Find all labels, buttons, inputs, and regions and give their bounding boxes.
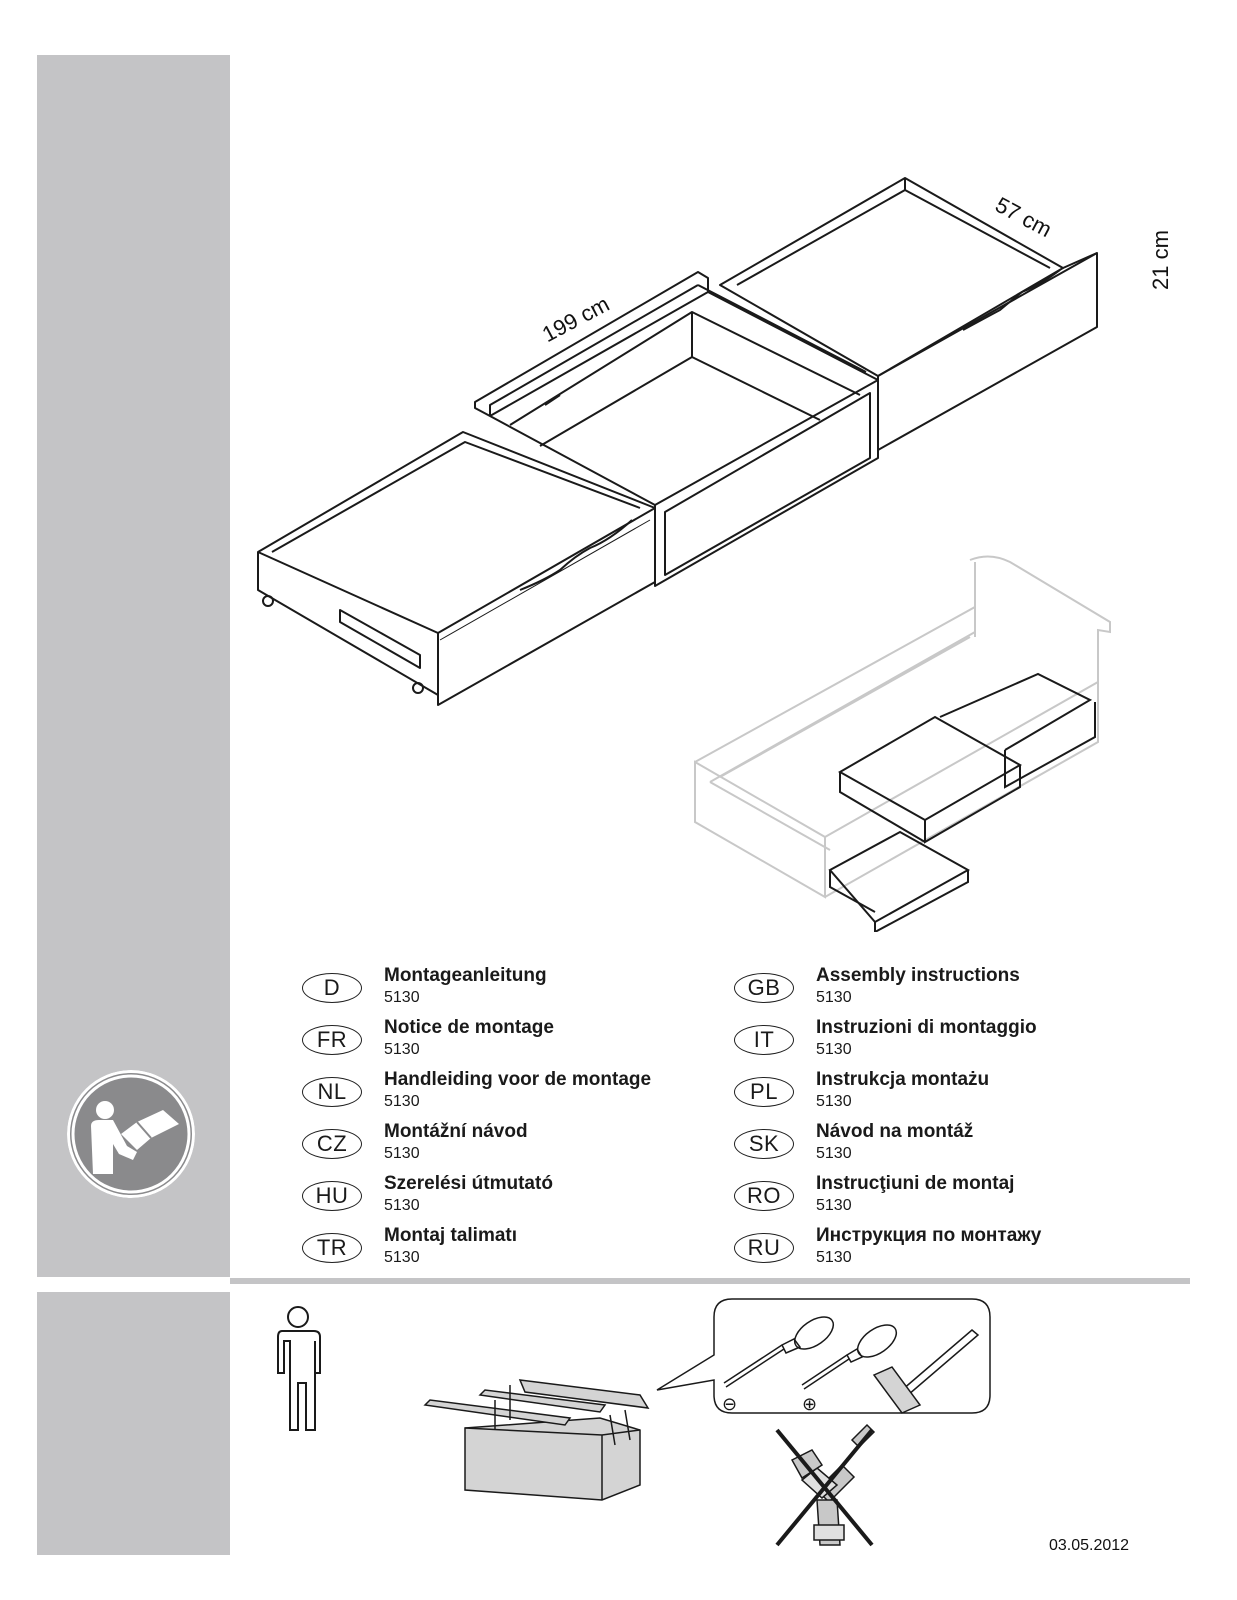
- language-code-badge: FR: [302, 1025, 362, 1055]
- article-number: 5130: [816, 1093, 852, 1110]
- language-title: Notice de montage: [384, 1017, 554, 1038]
- language-item: TR Montaj talimatı 5130: [302, 1225, 702, 1277]
- language-title: Инструкция по монтажу: [816, 1225, 1042, 1246]
- language-item: FR Notice de montage 5130: [302, 1017, 702, 1069]
- language-code-badge: D: [302, 973, 362, 1003]
- language-list-right: GB Assembly instructions 5130 IT Instruz…: [734, 965, 1134, 1277]
- language-item: GB Assembly instructions 5130: [734, 965, 1134, 1017]
- article-number: 5130: [816, 1197, 852, 1214]
- language-item: RO Instrucţiuni de montaj 5130: [734, 1173, 1134, 1225]
- read-manual-icon: [67, 1070, 195, 1198]
- language-code-badge: HU: [302, 1181, 362, 1211]
- language-code-badge: CZ: [302, 1129, 362, 1159]
- language-list-left: D Montageanleitung 5130 FR Notice de mon…: [302, 965, 702, 1277]
- language-item: CZ Montážní návod 5130: [302, 1121, 702, 1173]
- language-title: Szerelési útmutató: [384, 1173, 553, 1194]
- language-title: Návod na montáž: [816, 1121, 974, 1142]
- language-code-badge: RO: [734, 1181, 794, 1211]
- article-number: 5130: [384, 1197, 420, 1214]
- dimension-height: 21 cm: [1148, 230, 1173, 290]
- article-number: 5130: [816, 1249, 852, 1266]
- language-title: Assembly instructions: [816, 965, 1020, 986]
- article-number: 5130: [816, 1145, 852, 1162]
- language-title: Montážní návod: [384, 1121, 528, 1142]
- section-divider: [230, 1278, 1190, 1284]
- no-power-drill-icon: [775, 1423, 876, 1547]
- phillips-screwdriver-icon: [801, 1324, 898, 1390]
- article-number: 5130: [384, 1145, 420, 1162]
- language-item: HU Szerelési útmutató 5130: [302, 1173, 702, 1225]
- article-number: 5130: [816, 1041, 852, 1058]
- language-item: SK Návod na montáž 5130: [734, 1121, 1134, 1173]
- hammer-icon: [872, 1329, 980, 1414]
- language-code-badge: SK: [734, 1129, 794, 1159]
- article-number: 5130: [384, 989, 420, 1006]
- drawer-assembly-illustration: [257, 177, 1098, 706]
- language-title: Handleiding voor de montage: [384, 1069, 652, 1090]
- language-item: D Montageanleitung 5130: [302, 965, 702, 1017]
- language-code-badge: RU: [734, 1233, 794, 1263]
- article-number: 5130: [384, 1249, 420, 1266]
- sidebar-bottom: [37, 1292, 230, 1555]
- language-code-badge: PL: [734, 1077, 794, 1107]
- language-title: Instruzioni di montaggio: [816, 1017, 1037, 1038]
- language-item: PL Instrukcja montażu 5130: [734, 1069, 1134, 1121]
- language-code-badge: NL: [302, 1077, 362, 1107]
- document-date: 03.05.2012: [1049, 1537, 1130, 1554]
- language-item: NL Handleiding voor de montage 5130: [302, 1069, 702, 1121]
- language-item: RU Инструкция по монтажу 5130: [734, 1225, 1134, 1277]
- language-code-badge: GB: [734, 973, 794, 1003]
- article-number: 5130: [816, 989, 852, 1006]
- language-title: Montaj talimatı: [384, 1225, 518, 1246]
- toolbox-icon: [423, 1379, 650, 1501]
- article-number: 5130: [384, 1041, 420, 1058]
- language-title: Montageanleitung: [384, 965, 547, 986]
- person-icon: [277, 1306, 321, 1431]
- language-code-badge: TR: [302, 1233, 362, 1263]
- phillips-screwdriver-symbol: ⊕: [802, 1394, 817, 1415]
- article-number: 5130: [384, 1093, 420, 1110]
- bed-with-drawers-illustration: [694, 555, 1111, 932]
- language-title: Instrucţiuni de montaj: [816, 1173, 1015, 1194]
- language-code-badge: IT: [734, 1025, 794, 1055]
- language-item: IT Instruzioni di montaggio 5130: [734, 1017, 1134, 1069]
- language-title: Instrukcja montażu: [816, 1069, 990, 1090]
- flat-screwdriver-symbol: ⊖: [722, 1394, 737, 1415]
- hand-tools-callout: ⊖ ⊕: [656, 1298, 991, 1415]
- flat-screwdriver-icon: [723, 1316, 835, 1388]
